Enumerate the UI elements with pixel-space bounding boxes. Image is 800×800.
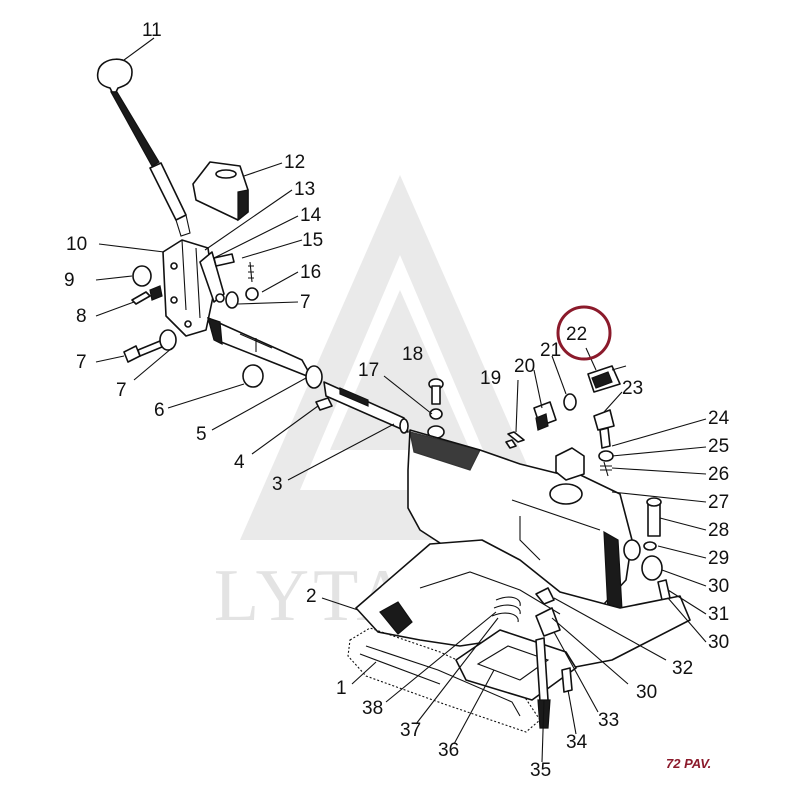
callout-36: 35 — [530, 760, 551, 781]
shift-lever-part — [96, 58, 191, 237]
callout-9: 8 — [76, 306, 87, 327]
callout-32: 31 — [708, 604, 729, 625]
callout-6: 6 — [154, 400, 165, 421]
callout-1: 1 — [336, 678, 347, 699]
callout-24: 23 — [622, 378, 643, 399]
callout-13: 12 — [284, 152, 305, 173]
callout-4: 4 — [234, 452, 245, 473]
callout-14: 13 — [294, 179, 315, 200]
small-fittings-left — [131, 253, 259, 309]
shaft-part — [207, 317, 323, 389]
callout-29: 28 — [708, 520, 729, 541]
callout-7-b: 7 — [116, 380, 127, 401]
highlight-circle — [556, 305, 612, 361]
callout-5: 5 — [196, 424, 207, 445]
callout-8: 7 — [76, 352, 87, 373]
pin-and-plunger-part — [505, 393, 577, 449]
callout-23: 22 — [566, 324, 587, 345]
bolt-18-19-part — [427, 378, 445, 439]
callout-22: 21 — [540, 340, 561, 361]
callout-30-a: 29 — [708, 548, 729, 569]
callout-28: 27 — [708, 492, 729, 513]
callout-27: 26 — [708, 464, 729, 485]
callout-10: 9 — [64, 270, 75, 291]
callout-31: 30 — [708, 576, 729, 597]
callout-17: 16 — [300, 262, 321, 283]
selector-rod-part — [323, 381, 409, 434]
callout-30-c: 30 — [636, 682, 657, 703]
callout-39: 38 — [362, 698, 383, 719]
callout-3: 3 — [272, 474, 283, 495]
callout-38: 37 — [400, 720, 421, 741]
callout-34: 33 — [598, 710, 619, 731]
callout-15: 14 — [300, 205, 322, 226]
boot-part — [192, 161, 249, 222]
fork-and-plunger-part — [535, 587, 573, 729]
callout-26: 25 — [708, 436, 729, 457]
callout-2: 2 — [306, 586, 317, 607]
callout-20: 19 — [480, 368, 501, 389]
callout-labels: 11 12 13 14 15 16 7 10 9 8 7 7 6 5 4 3 1… — [64, 20, 730, 781]
lower-cover-part — [355, 539, 691, 669]
gasket-part — [347, 627, 541, 733]
callout-11: 10 — [66, 234, 87, 255]
callout-35: 34 — [566, 732, 588, 753]
callout-21: 20 — [514, 356, 535, 377]
spring-part — [491, 596, 521, 623]
leader-lines — [95, 37, 707, 763]
switch-part — [587, 365, 627, 393]
callout-16: 15 — [302, 230, 323, 251]
lever-bracket-part — [162, 239, 225, 337]
callout-7-a: 7 — [300, 292, 311, 313]
right-fasteners-part — [593, 409, 671, 601]
key-part — [315, 397, 333, 411]
bolt-part — [123, 329, 177, 363]
callout-30-b: 30 — [708, 632, 729, 653]
callout-19: 18 — [402, 344, 423, 365]
callout-12: 11 — [142, 20, 162, 41]
diagram-caption: 72 PAV. — [666, 756, 711, 771]
callout-33: 32 — [672, 658, 693, 679]
callout-25: 24 — [708, 408, 730, 429]
callout-37: 36 — [438, 740, 459, 761]
callout-18: 17 — [358, 360, 379, 381]
